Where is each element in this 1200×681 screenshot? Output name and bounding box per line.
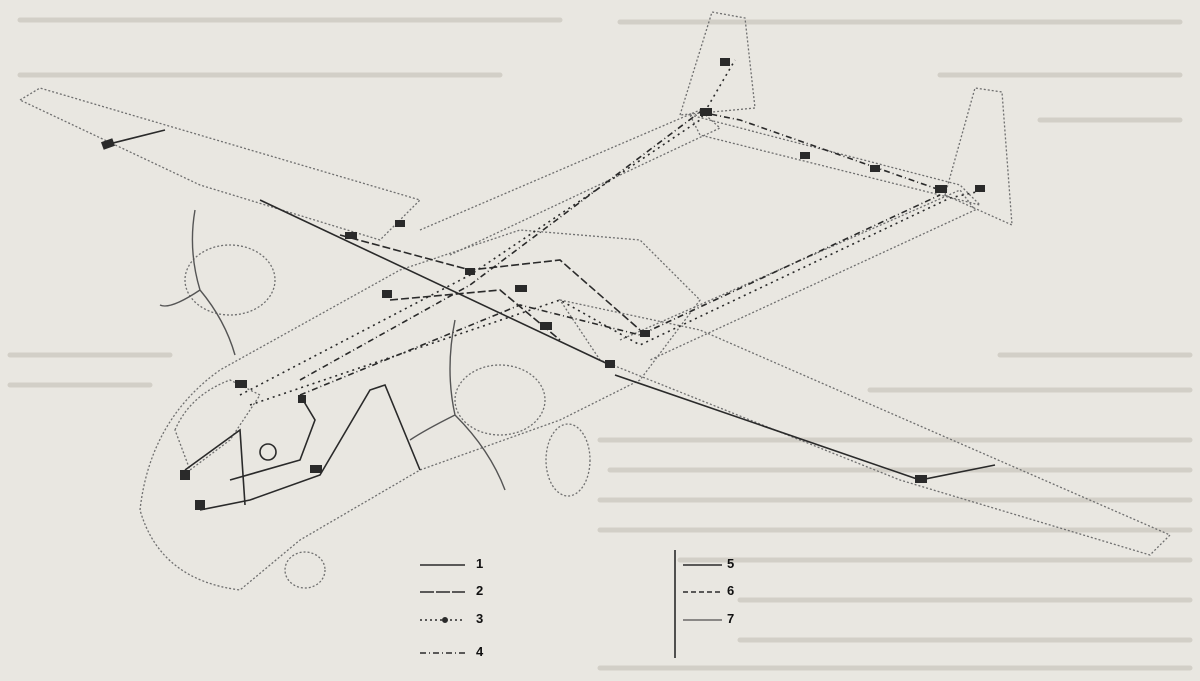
left-nacelle [184,244,276,316]
right-wing-outline [558,299,1172,556]
left-aileron-rod [104,129,166,146]
rudder-cable-2 [249,189,986,406]
legend-label-7: 7 [727,611,735,626]
main-wheel [545,423,591,497]
column-run-1 [199,384,421,511]
right-tail-boom [619,189,977,361]
legend-samples [420,550,722,658]
bleed-through-text [7,17,1193,671]
legend-label-6: 6 [727,583,735,598]
left-propeller [159,209,236,356]
fittings [100,58,985,510]
trim-run-2 [389,289,561,341]
right-nacelle [454,364,546,436]
legend-label-3: 3 [476,611,484,626]
nose-wheel [284,551,326,589]
legend-label-1: 1 [476,556,484,571]
left-fin [679,11,756,116]
legend-label-2: 2 [476,583,484,598]
horizontal-stabilizer [688,114,983,207]
trim-run-1 [339,234,641,331]
right-propeller [409,319,506,491]
propellers [159,209,506,491]
legend-label-4: 4 [476,644,484,659]
legend-label-5: 5 [727,556,735,571]
left-wing-outline [18,87,422,241]
rudder-cable-1 [239,59,736,396]
fuselage-outline [139,229,701,591]
canopy-outline [174,379,261,472]
aileron-rod-main [259,199,611,366]
left-tail-boom [419,109,722,256]
airframe-outline [18,11,1172,591]
right-fin [944,87,1013,227]
column-run-3 [184,428,246,506]
column-run-2 [229,394,316,481]
